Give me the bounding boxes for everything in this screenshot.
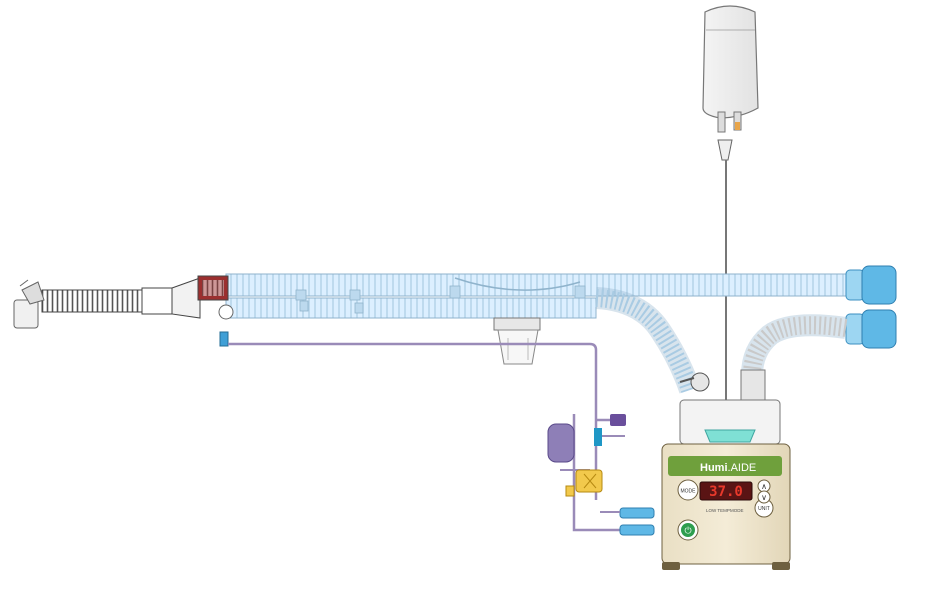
temperature-probe-icon bbox=[219, 331, 626, 500]
up-symbol: ∧ bbox=[761, 482, 767, 491]
brand-dot: . bbox=[728, 462, 731, 474]
probe-plug bbox=[547, 414, 655, 536]
brand-bold: Humi bbox=[700, 462, 728, 474]
display-value: 37.0 bbox=[709, 484, 743, 500]
mode-label: MODE bbox=[730, 508, 744, 513]
power-icon: ⏻ bbox=[684, 526, 691, 536]
iv-bag-icon bbox=[702, 5, 759, 410]
water-trap bbox=[493, 317, 541, 365]
arrow-up-icon[interactable]: ∧ bbox=[757, 479, 771, 493]
low-temp-label: LOW TEMP bbox=[706, 508, 730, 513]
port-clip bbox=[679, 372, 710, 392]
mode-button-label: MODE bbox=[681, 489, 697, 495]
wye-connector-icon bbox=[41, 275, 234, 320]
brand-light: AIDE bbox=[731, 462, 757, 474]
inspiratory-connector bbox=[845, 265, 897, 305]
temperature-display bbox=[699, 481, 753, 501]
down-symbol: ∨ bbox=[761, 493, 767, 502]
expiratory-connector bbox=[845, 309, 897, 349]
mode-button[interactable]: MODE bbox=[677, 479, 699, 501]
elbow-connector bbox=[13, 279, 45, 329]
humidifier-chamber bbox=[679, 399, 781, 445]
arrow-down-icon[interactable]: ∨ bbox=[757, 490, 771, 504]
heater-tube-to-chamber bbox=[740, 314, 848, 401]
brand-logo: Humi.AIDE bbox=[700, 462, 756, 474]
inspiratory-tube bbox=[225, 273, 847, 394]
power-button[interactable]: ⏻ bbox=[677, 519, 699, 541]
unit-button-label: UNIT bbox=[758, 506, 770, 512]
